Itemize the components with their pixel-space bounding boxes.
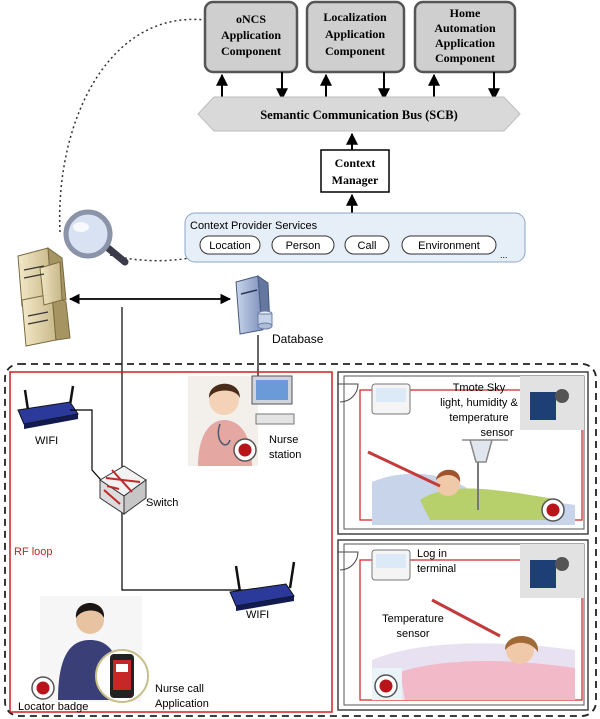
- room1-badge-icon: [541, 498, 565, 522]
- localization-label-line3: Component: [325, 44, 385, 58]
- server-rack-icon: [17, 246, 71, 347]
- locator-badge-icon: [31, 676, 55, 700]
- dotted-link-to-components: [58, 18, 206, 233]
- room2-terminal-line2: terminal: [417, 563, 456, 575]
- nurse-station-line1: Nurse: [269, 434, 298, 446]
- localization-label-line1: Localization: [323, 10, 387, 24]
- wifi-router-bottom-icon: [229, 561, 296, 611]
- room1-sensor-line1: Tmote Sky: [453, 382, 506, 394]
- room2-badge-icon: [372, 668, 402, 700]
- provider-title: Context Provider Services: [190, 220, 318, 232]
- service-call: Call: [358, 240, 377, 252]
- nurse-station-badge-icon: [233, 438, 257, 462]
- context-manager: Context Manager: [320, 149, 390, 193]
- oncs-label-line2: Application: [221, 28, 281, 42]
- rf-loop-boundary: [9, 371, 333, 713]
- oncs-label-line3: Component: [221, 44, 281, 58]
- oncs-application-component: oNCS Application Component: [203, 0, 299, 74]
- switch-label: Switch: [146, 497, 178, 509]
- rf-loop-label: RF loop: [14, 546, 53, 558]
- localization-label-line2: Application: [325, 27, 385, 41]
- room1-monitor-icon: [371, 383, 411, 415]
- database-icon: [235, 274, 273, 335]
- magnifier-icon: [63, 209, 129, 266]
- room2-terminal-line1: Log in: [417, 548, 447, 560]
- nurse-call-line2: Application: [155, 698, 209, 710]
- room1-sensor-line3: temperature: [449, 412, 508, 424]
- service-environment: Environment: [418, 240, 480, 252]
- nurse-station-illustration: [188, 375, 295, 466]
- home-automation-label-line3: Application: [435, 36, 495, 50]
- room2-terminal-icon: [371, 549, 411, 581]
- room2-sensor-line2: sensor: [396, 628, 429, 640]
- network-switch-icon: [99, 465, 147, 515]
- services-more: ...: [500, 250, 508, 260]
- oncs-label-line1: oNCS: [236, 12, 266, 26]
- context-provider-services: Context Provider Services Location Perso…: [184, 212, 526, 263]
- server-switch-line: [121, 307, 262, 591]
- room2-sensor-line1: Temperature: [382, 613, 444, 625]
- home-automation-application-component: Home Automation Application Component: [413, 0, 517, 74]
- nurse-call-line1: Nurse call: [155, 683, 204, 695]
- hospital-boundary: [4, 363, 597, 717]
- room1-sensor-line4: sensor: [480, 427, 513, 439]
- context-manager-line2: Manager: [332, 173, 379, 187]
- wifi-top-label: WIFI: [35, 435, 58, 447]
- localization-application-component: Localization Application Component: [305, 0, 406, 74]
- home-automation-label-line1: Home: [450, 6, 481, 20]
- nurse-station-line2: station: [269, 449, 301, 461]
- nurse-call-phone-icon: [95, 649, 149, 703]
- context-manager-line1: Context: [335, 156, 376, 170]
- wifi-router-top-icon: [17, 385, 79, 429]
- bus-label: Semantic Communication Bus (SCB): [260, 108, 458, 122]
- room1-sensor-line2: light, humidity &: [440, 397, 518, 409]
- room1-tmote-sensor-icon: [520, 376, 584, 430]
- home-automation-label-line4: Component: [435, 51, 495, 65]
- service-person: Person: [286, 240, 321, 252]
- room2-sensor-icon: [520, 544, 584, 598]
- service-location: Location: [209, 240, 251, 252]
- semantic-communication-bus: Semantic Communication Bus (SCB): [197, 96, 521, 132]
- wifi-bottom-label: WIFI: [246, 609, 269, 621]
- locator-badge-label: Locator badge: [18, 701, 88, 713]
- database-label: Database: [272, 332, 324, 346]
- home-automation-label-line2: Automation: [434, 21, 496, 35]
